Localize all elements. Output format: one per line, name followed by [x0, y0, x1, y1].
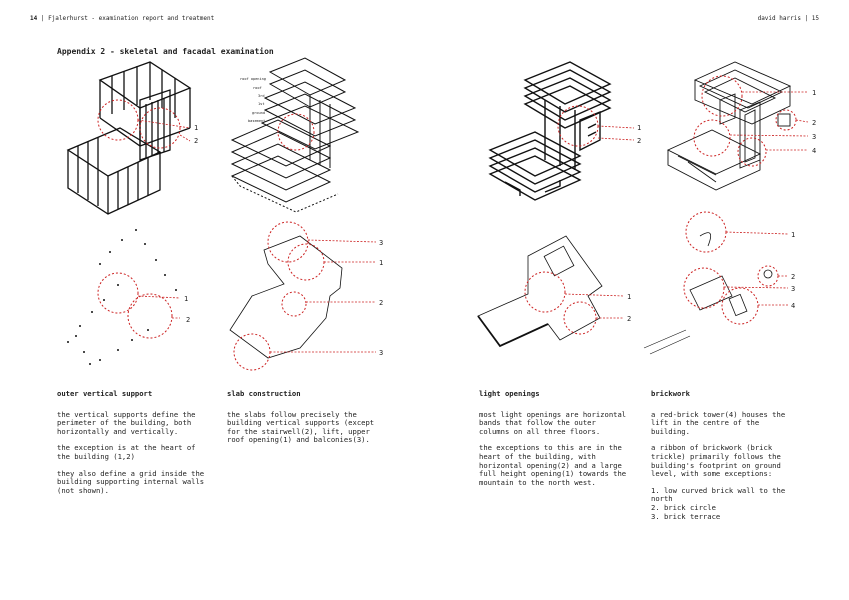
paragraph: they also define a grid inside the build…	[57, 468, 205, 495]
label-4g: 4	[791, 302, 795, 310]
column-heading: light openings	[479, 389, 540, 398]
column-outer-vertical-support: outer vertical support the vertical supp…	[57, 389, 207, 503]
header-left: 14 | Fjalerhurst - examination report an…	[30, 15, 214, 22]
list-item: 3. brick terrace	[651, 511, 721, 521]
label-2b: 2	[637, 137, 641, 145]
page-number-left: 14	[30, 15, 38, 22]
paragraph: the vertical supports define the perimet…	[57, 409, 196, 436]
column-heading: slab construction	[227, 389, 301, 398]
list-item: 2. brick circle	[651, 502, 716, 512]
paragraph: most light openings are horizontal bands…	[479, 409, 627, 436]
diagram-slab-construction: roof opening roof 3rd 1st ground basemen…	[230, 57, 360, 213]
label-1g: 1	[791, 231, 795, 239]
label-1e: 1	[379, 259, 383, 267]
label-3c: 3	[812, 133, 816, 141]
legend-roof-opening: roof opening	[240, 77, 266, 81]
legend-1st: 1st	[258, 102, 265, 106]
label-2e: 2	[379, 299, 383, 307]
legend-basement: basement	[248, 119, 265, 123]
label-4c: 4	[812, 147, 816, 155]
diagram-vertical-support: 1 2	[66, 61, 198, 215]
legend-roof: roof	[253, 86, 262, 90]
diagram-light-openings: 1 2	[488, 61, 641, 201]
label-1f: 1	[627, 293, 631, 301]
label-3f: 3	[379, 349, 383, 357]
plan-slab-construction: 3 1 2 3	[229, 221, 383, 371]
label-3e: 3	[379, 239, 383, 247]
label-2: 2	[194, 137, 198, 145]
column-heading: outer vertical support	[57, 389, 153, 398]
plan-brickwork: 1 2 3 4	[643, 211, 795, 355]
list-item: 1. low curved brick wall to the north	[651, 485, 786, 504]
legend-3rd: 3rd	[258, 94, 265, 98]
exceptions-list: 1. low curved brick wall to the north 2.…	[651, 485, 801, 521]
label-2g: 2	[791, 273, 795, 281]
label-1c: 1	[812, 89, 816, 97]
paragraph: the exceptions to this are in the heart …	[479, 443, 627, 487]
column-light-openings: light openings most light openings are h…	[479, 389, 629, 495]
column-brickwork: brickwork a red-brick tower(4) houses th…	[651, 389, 801, 521]
label-3g: 3	[791, 285, 795, 293]
label-1d: 1	[184, 295, 188, 303]
paragraph: the slabs follow precisely the building …	[227, 409, 375, 445]
paragraph: a ribbon of brickwork (brick trickle) pr…	[651, 443, 781, 479]
plan-light-openings: 1 2	[477, 235, 631, 348]
column-heading: brickwork	[651, 389, 690, 398]
legend-ground: ground	[252, 111, 265, 115]
column-slab-construction: slab construction the slabs follow preci…	[227, 389, 377, 453]
label-2c: 2	[812, 119, 816, 127]
label-1b: 1	[637, 124, 641, 132]
report-title: | Fjalerhurst - examination report and t…	[40, 15, 215, 22]
header-right: david harris | 15	[757, 15, 819, 22]
label-2f: 2	[627, 315, 631, 323]
diagram-brickwork: 1 2 3 4	[666, 61, 816, 191]
plan-vertical-support: 1 2	[67, 229, 190, 365]
label-2d: 2	[186, 316, 190, 324]
appendix-title: Appendix 2 - skeletal and facadal examin…	[57, 47, 274, 56]
paragraph: the exception is at the heart of the bui…	[57, 443, 196, 461]
paragraph: a red-brick tower(4) houses the lift in …	[651, 409, 786, 436]
label-1: 1	[194, 124, 198, 132]
